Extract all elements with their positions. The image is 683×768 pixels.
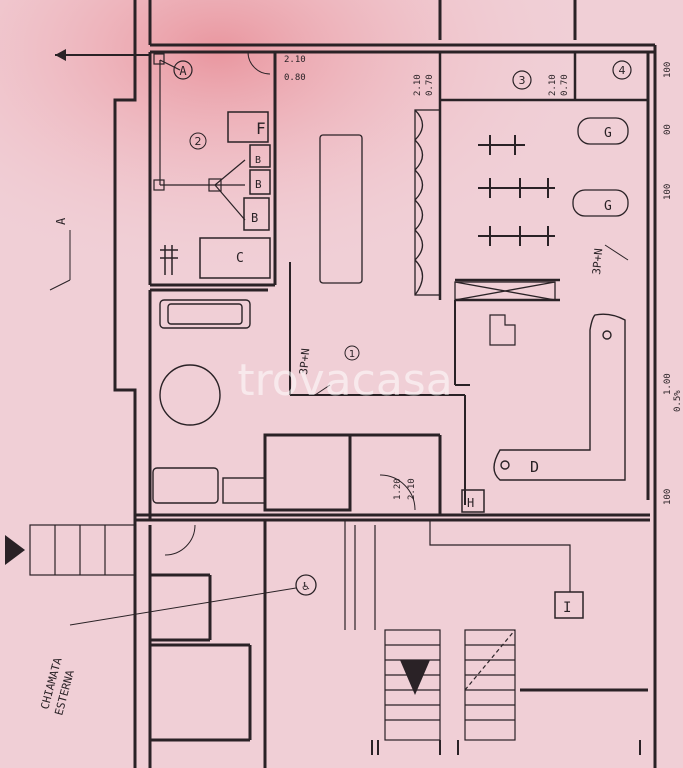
power-leader-1 — [314, 384, 331, 396]
room-2-wiring — [153, 53, 246, 221]
door-swing-lower-left — [164, 524, 196, 556]
sink-label-2: G — [604, 199, 612, 214]
electrical-panels — [199, 111, 271, 279]
outer-walls — [113, 0, 657, 768]
height-top: 2.10 — [284, 55, 306, 65]
crossed-box — [454, 281, 556, 301]
margin-label-2: 00 — [663, 124, 673, 135]
height-mid2: 0.70 — [425, 74, 435, 96]
stair-steps-right — [464, 629, 516, 741]
main-hall-walls — [289, 262, 470, 505]
room-2-circle — [189, 132, 207, 150]
call-leader — [69, 587, 297, 626]
external-steps-arrow — [5, 535, 25, 565]
bottom-ticks — [371, 740, 641, 755]
height-stair2: 2.10 — [407, 478, 417, 500]
wire-to-i — [429, 520, 571, 592]
lounge-furniture — [152, 299, 266, 504]
stair-steps-main — [344, 520, 441, 741]
height-right: 2.10 — [548, 74, 558, 96]
height-stair: 1.20 — [393, 478, 403, 500]
height-top2: 0.80 — [284, 73, 306, 83]
central-table — [319, 134, 363, 284]
stair-arrow-down — [400, 660, 430, 695]
room-2-number: 2 — [195, 135, 202, 148]
margin-label-4: 1.00 — [663, 373, 673, 395]
accessibility-glyph: ♿ — [301, 580, 311, 593]
margin-label-1: 100 — [663, 62, 673, 78]
sinks — [572, 117, 629, 217]
external-steps — [29, 524, 136, 576]
panel-b1-label: B — [255, 155, 261, 166]
door-swing-room2 — [247, 51, 271, 75]
section-label: A — [54, 217, 68, 225]
shower-benches — [478, 135, 555, 246]
height-right2: 0.70 — [560, 74, 570, 96]
room-2-walls — [150, 52, 277, 292]
room-4-circle — [612, 60, 632, 80]
panel-c-label: C — [236, 251, 244, 266]
fixture-i-label: I — [563, 600, 571, 616]
fixture-h-label: H — [467, 496, 474, 510]
watermark-logo: trovacasa — [237, 355, 452, 406]
room-3-circle — [512, 70, 532, 90]
room-1-circle — [344, 345, 360, 361]
section-mark — [49, 230, 71, 291]
fixture-a-label: A — [179, 64, 187, 78]
power-leader-2 — [604, 244, 629, 261]
room-4-number: 4 — [619, 64, 626, 77]
panel-b2-label: B — [255, 178, 262, 191]
fixture-h-box — [461, 489, 485, 513]
counter-d-label: D — [530, 458, 539, 476]
margin-label-5: 0.5% — [673, 390, 683, 412]
fixture-i-box — [554, 591, 584, 619]
panel-f-label: F — [256, 119, 266, 138]
door-swing-stair — [379, 474, 416, 511]
room-1-number: 1 — [349, 349, 355, 360]
margin-label-3: 100 — [663, 184, 673, 200]
power-label-1: 3P+N — [297, 348, 312, 376]
fixture-a-circle — [173, 60, 193, 80]
sink-label-1: G — [604, 126, 612, 141]
stair-core-walls — [135, 433, 650, 522]
small-fixture — [489, 314, 516, 346]
accessibility-icon — [295, 574, 317, 596]
power-label-2: 3P+N — [590, 248, 605, 276]
room-2-grid-symbol — [160, 245, 178, 275]
height-mid: 2.10 — [413, 74, 423, 96]
lockers — [414, 109, 441, 296]
margin-label-6: 100 — [663, 489, 673, 505]
entry-arrow — [55, 49, 150, 61]
counter-d — [493, 313, 626, 481]
panel-b3-label: B — [251, 211, 258, 225]
room-3-number: 3 — [519, 74, 526, 87]
